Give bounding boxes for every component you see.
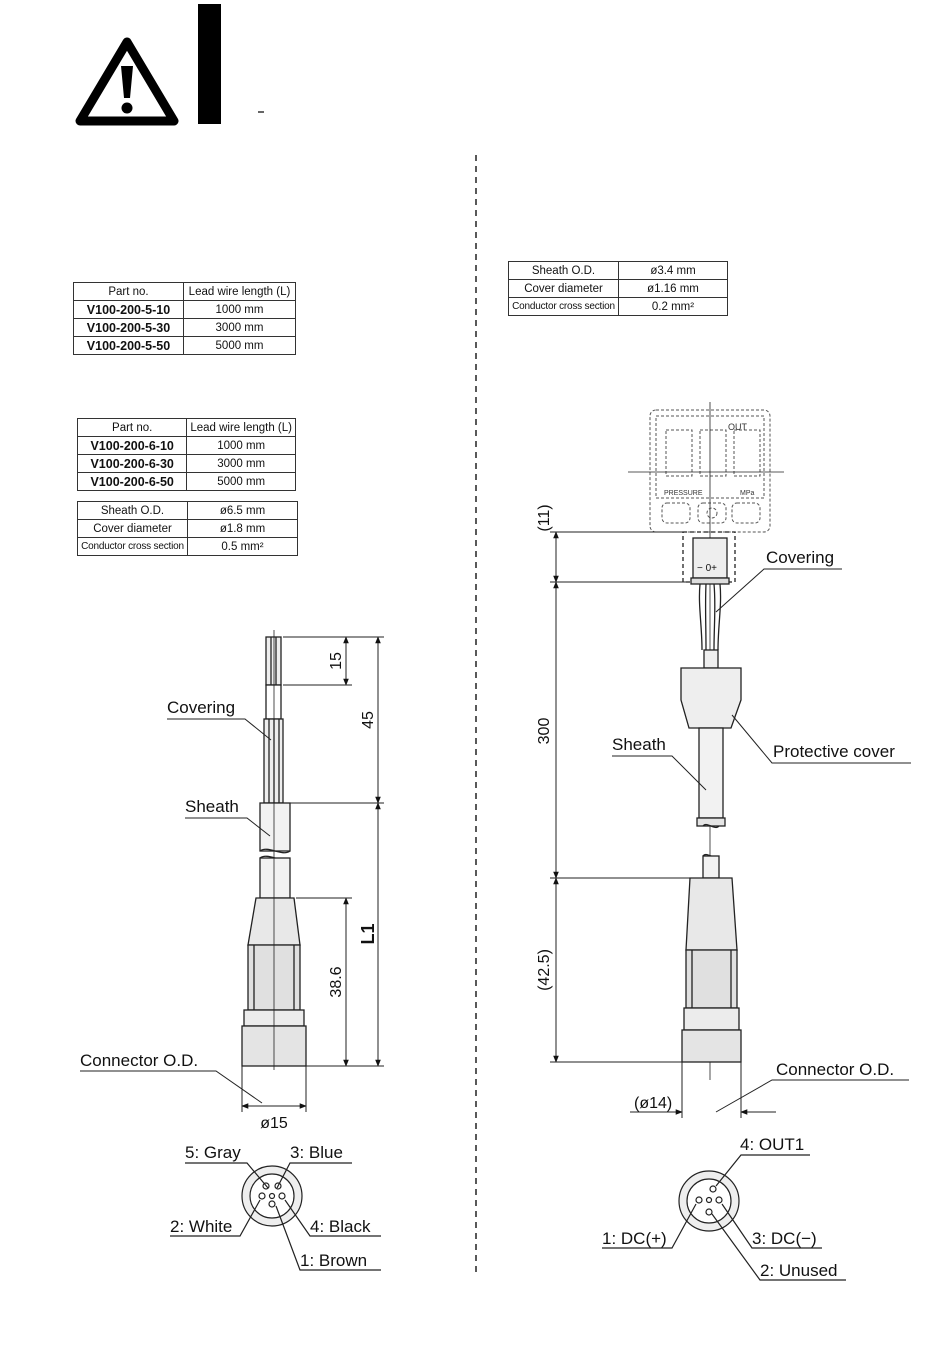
left-pin-labels: 5: Gray 3: Blue 2: White 4: Black 1: Bro… xyxy=(170,1143,371,1270)
dim-11: (11) xyxy=(536,504,553,531)
pin-1-brown: 1: Brown xyxy=(300,1251,367,1270)
dim-15: 15 xyxy=(328,652,345,670)
display-pressure-label: PRESSURE xyxy=(664,490,703,497)
pin-3-dc-minus: 3: DC(−) xyxy=(752,1229,817,1248)
dim-L1: L1 xyxy=(358,923,378,944)
header-part-no: Part no. xyxy=(76,418,188,437)
pin-1-dc-plus: 1: DC(+) xyxy=(602,1229,667,1248)
pin-2-white: 2: White xyxy=(170,1217,232,1236)
right-dimensions xyxy=(550,531,911,1118)
header-lead-length: Lead wire length (L) xyxy=(183,282,296,301)
dim-300: 300 xyxy=(536,718,553,745)
label-sheath-right: Sheath xyxy=(612,735,666,754)
display-unit-label: MPa xyxy=(740,490,755,497)
label-connector-od-left: Connector O.D. xyxy=(80,1051,198,1070)
right-pin-labels: 4: OUT1 1: DC(+) 3: DC(−) 2: Unused xyxy=(602,1135,838,1280)
dim-38-6: 38.6 xyxy=(328,966,345,997)
table-row: Sheath O.D.ø6.5 mm xyxy=(77,501,298,520)
dim-45: 45 xyxy=(360,711,377,729)
right-connector-face xyxy=(602,1154,846,1281)
left-cable xyxy=(241,630,307,1070)
dim-phi14: (ø14) xyxy=(634,1095,672,1112)
switch-polarity-label: − 0+ xyxy=(697,563,717,574)
display-out-label: OUT xyxy=(728,422,748,432)
dim-phi15: ø15 xyxy=(260,1115,288,1132)
part-table-v100-200-6: Part no. Lead wire length (L) V100-200-6… xyxy=(76,418,296,491)
right-dim-labels: (11) 300 (42.5) (ø14) − 0+ Covering Shea… xyxy=(536,504,895,1112)
pin-5-gray: 5: Gray xyxy=(185,1143,241,1162)
label-sheath-left: Sheath xyxy=(185,797,239,816)
pin-4-out1: 4: OUT1 xyxy=(740,1135,804,1154)
label-covering-left: Covering xyxy=(167,698,235,717)
pin-2-unused: 2: Unused xyxy=(760,1261,838,1280)
left-connector-face xyxy=(170,1162,381,1271)
left-dimensions xyxy=(80,636,384,1112)
dim-42-5: (42.5) xyxy=(536,949,553,991)
label-protective-cover: Protective cover xyxy=(773,742,895,761)
pin-3-blue: 3: Blue xyxy=(290,1143,343,1162)
header-part-no: Part no. xyxy=(73,282,184,301)
left-dim-labels: 15 45 L1 38.6 ø15 Covering Sheath Connec… xyxy=(80,652,378,1132)
label-connector-od-right: Connector O.D. xyxy=(776,1060,894,1079)
black-bar xyxy=(198,4,221,124)
right-cable xyxy=(680,531,742,1063)
part-table-v100-200-5: Part no. Lead wire length (L) V100-200-5… xyxy=(73,282,296,355)
label-covering-right: Covering xyxy=(766,548,834,567)
pin-4-black: 4: Black xyxy=(310,1217,371,1236)
warning-icon xyxy=(75,37,179,126)
